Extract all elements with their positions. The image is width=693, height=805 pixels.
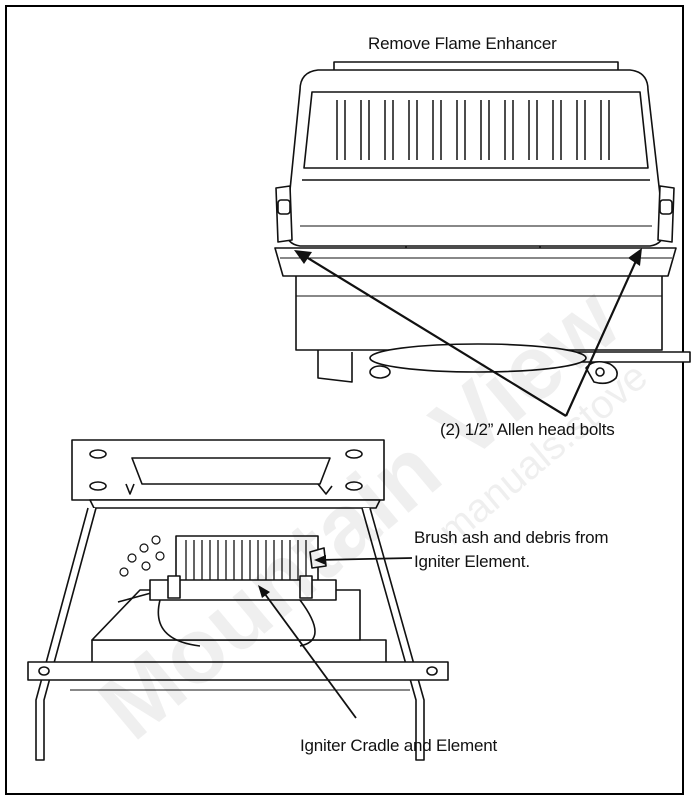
label-brush-line1: Brush ash and debris from bbox=[414, 528, 609, 547]
label-igniter-cradle: Igniter Cradle and Element bbox=[300, 736, 498, 755]
label-allen-head-bolts: (2) 1/2” Allen head bolts bbox=[440, 420, 615, 439]
igniter-cradle-drawing bbox=[27, 439, 449, 761]
label-brush-line2: Igniter Element. bbox=[414, 552, 530, 571]
flame-enhancer-drawing bbox=[274, 61, 691, 385]
arrow-heads bbox=[258, 248, 642, 598]
label-remove-flame-enhancer: Remove Flame Enhancer bbox=[368, 34, 557, 53]
leader-lines bbox=[261, 251, 642, 719]
